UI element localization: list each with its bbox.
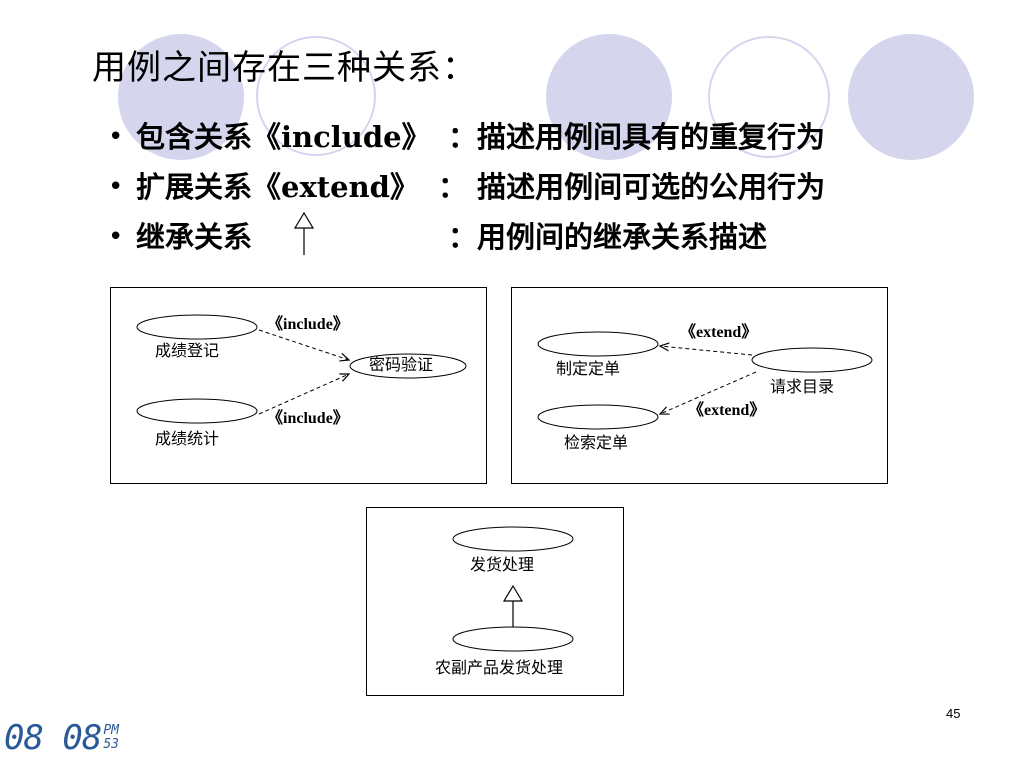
include-diagram: 成绩登记 成绩统计 密码验证 《include》 《include》 (110, 287, 487, 484)
extend-diagram: 制定定单 检索定单 请求目录 《extend》 《extend》 (511, 287, 888, 484)
use-case-oval (136, 398, 258, 424)
decor-ring (256, 36, 376, 156)
decor-ring (708, 36, 830, 158)
use-case-label: 检索定单 (564, 433, 629, 452)
bullet-dot-icon: • (108, 122, 124, 152)
bullet-term: 扩展关系《extend》 (136, 170, 419, 204)
generalization-arrow-icon (293, 211, 315, 255)
clock-side: PM 53 (103, 724, 119, 752)
extend-arrow (660, 371, 757, 414)
use-case-label: 成绩登记 (155, 341, 220, 360)
bullet-dot-icon: • (108, 222, 124, 252)
slide-title: 用例之间存在三种关系： (92, 48, 477, 88)
use-case-oval (349, 353, 467, 379)
use-case-label: 成绩统计 (155, 429, 220, 448)
include-arrow (258, 374, 349, 415)
use-case-label: 请求目录 (770, 377, 835, 396)
inherit-diagram: 发货处理 农副产品发货处理 (366, 507, 624, 696)
stereotype-label: 《include》 (267, 410, 349, 427)
stereotype-label: 《include》 (267, 316, 349, 333)
generalization-arrowhead (502, 584, 524, 602)
bullet-desc: ：用例间的继承关系描述 (448, 220, 768, 254)
bullet-dot-icon: • (108, 172, 124, 202)
bullet-desc: ：描述用例间具有的重复行为 (448, 120, 826, 154)
decor-circle (118, 34, 244, 160)
use-case-label: 发货处理 (470, 555, 535, 574)
use-case-oval (452, 626, 574, 652)
stereotype-label: 《extend》 (680, 324, 758, 341)
decor-circle (848, 34, 974, 160)
bullet-term: 继承关系 (136, 220, 253, 254)
use-case-label: 密码验证 (369, 355, 434, 374)
use-case-label: 制定定单 (556, 359, 621, 378)
use-case-label: 农副产品发货处理 (435, 658, 564, 677)
stereotype-label: 《extend》 (688, 402, 766, 419)
use-case-oval (751, 347, 873, 373)
use-case-oval (136, 314, 258, 340)
include-arrow (258, 329, 349, 360)
clock-seconds: 53 (103, 737, 120, 752)
bullet-term: 包含关系《include》 (136, 120, 431, 154)
clock-ampm: PM (103, 723, 120, 738)
use-case-oval (537, 331, 659, 357)
use-case-oval (452, 526, 574, 552)
extend-arrow (660, 346, 753, 356)
use-case-oval (537, 404, 659, 430)
decor-circle (546, 34, 672, 160)
bullet-desc: ： 描述用例间可选的公用行为 (438, 170, 826, 204)
clock-time: 08 08 (4, 718, 102, 758)
page-number: 45 (946, 706, 961, 721)
clock-widget: 08 08 PM 53 (4, 718, 119, 758)
